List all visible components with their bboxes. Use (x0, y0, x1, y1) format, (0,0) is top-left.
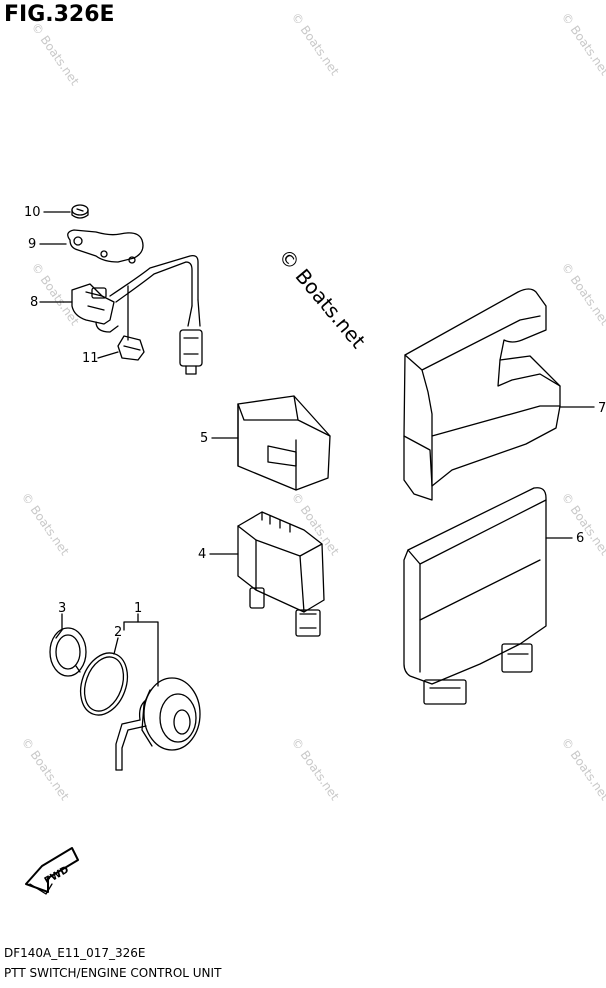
part-3-ring (49, 627, 87, 677)
callout-9: 9 (28, 237, 36, 252)
callout-4: 4 (198, 547, 206, 562)
diagram-caption: PTT SWITCH/ENGINE CONTROL UNIT (4, 966, 222, 980)
callout-5: 5 (200, 431, 208, 446)
part-10-screw (71, 204, 89, 219)
callout-6: 6 (576, 531, 584, 546)
callout-leader-2 (113, 637, 119, 655)
callout-leaders-left (39, 211, 119, 359)
callout-2: 2 (114, 625, 122, 640)
part-6-ecu (403, 487, 547, 705)
fwd-arrow-icon (25, 847, 79, 895)
part-9-bracket (67, 229, 144, 264)
part-2-oring (79, 652, 129, 716)
callout-11: 11 (82, 351, 99, 366)
diagram-code: DF140A_E11_017_326E (4, 946, 146, 960)
part-11-clip (117, 335, 145, 361)
callout-1: 1 (134, 601, 142, 616)
part-8-switch (71, 254, 203, 375)
callout-10: 10 (24, 205, 41, 220)
part-1-ptt-switch (115, 677, 201, 771)
part-7-cover (403, 288, 561, 501)
part-4-module (237, 511, 325, 637)
callout-8: 8 (30, 295, 38, 310)
figure-title: FIG.326E (4, 2, 115, 27)
callout-leader-1 (123, 613, 159, 687)
callout-3: 3 (58, 601, 66, 616)
part-5-box (237, 395, 331, 491)
callout-7: 7 (598, 401, 606, 416)
